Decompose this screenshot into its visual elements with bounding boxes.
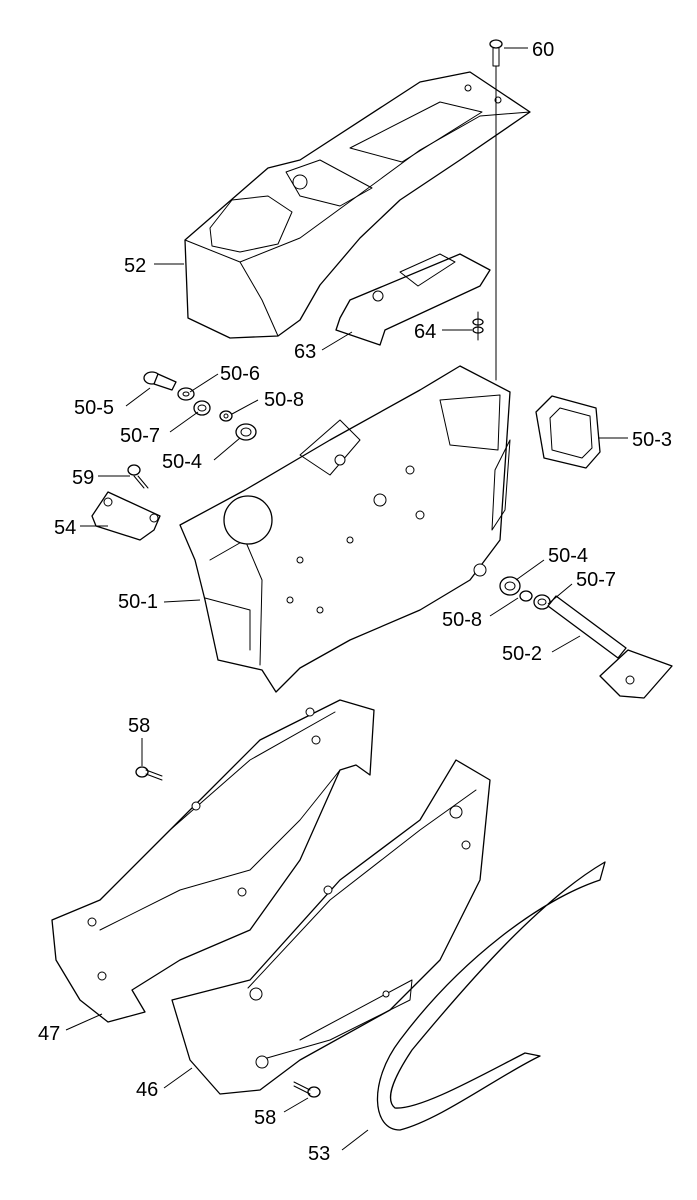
callout-54: 54 [54, 517, 76, 539]
callout-labels: 60 52 63 64 50-6 50-5 50-8 50-7 50-4 50-… [38, 39, 672, 1165]
callout-50-1: 50-1 [118, 591, 158, 613]
part-50-8-washer-left [219, 410, 233, 422]
callout-59: 59 [72, 467, 94, 489]
callout-53: 53 [308, 1143, 330, 1165]
callout-46: 46 [136, 1079, 158, 1101]
callout-50-2: 50-2 [502, 643, 542, 665]
part-58-screw-bottom [293, 1081, 321, 1098]
callout-50-8-right: 50-8 [442, 609, 482, 631]
callout-64: 64 [414, 321, 436, 343]
part-50-4-bushing-right [499, 576, 521, 596]
part-46-right-cover [171, 759, 491, 1095]
callout-60: 60 [532, 39, 554, 61]
part-50-5-bolt [143, 371, 177, 391]
callout-58-top: 58 [128, 715, 150, 737]
part-50-7-ring-left [193, 400, 211, 416]
part-50-1-frame [179, 365, 511, 693]
part-52-console-cover [184, 71, 531, 339]
callout-47: 47 [38, 1023, 60, 1045]
part-53-trim-strip [376, 861, 606, 1131]
callout-50-4-left: 50-4 [162, 451, 202, 473]
part-59-bolt [127, 464, 149, 489]
part-50-6-washer [177, 387, 195, 401]
part-50-7-ring-right [533, 594, 551, 610]
callout-50-7-left: 50-7 [120, 425, 160, 447]
part-50-8-washer-right [519, 590, 533, 602]
part-64-washer-bolt [472, 311, 484, 341]
callout-52: 52 [124, 255, 146, 277]
callout-50-7-right: 50-7 [576, 569, 616, 591]
part-50-4-bushing-left [235, 423, 257, 441]
leader-lines [65, 47, 628, 1151]
part-47-left-cover [51, 699, 375, 1023]
part-50-3-grommet [535, 395, 601, 469]
part-54-bracket [91, 491, 161, 541]
callout-50-5: 50-5 [74, 397, 114, 419]
callout-50-4-right: 50-4 [548, 545, 588, 567]
part-58-screw-top [135, 766, 163, 781]
callout-63: 63 [294, 341, 316, 363]
callout-58-bottom: 58 [254, 1107, 276, 1129]
callout-50-3: 50-3 [632, 429, 672, 451]
part-63-bracket [335, 253, 491, 346]
part-60-bolt [489, 39, 503, 381]
callout-50-8-top: 50-8 [264, 389, 304, 411]
callout-50-6: 50-6 [220, 363, 260, 385]
part-50-2-pin [547, 595, 673, 699]
